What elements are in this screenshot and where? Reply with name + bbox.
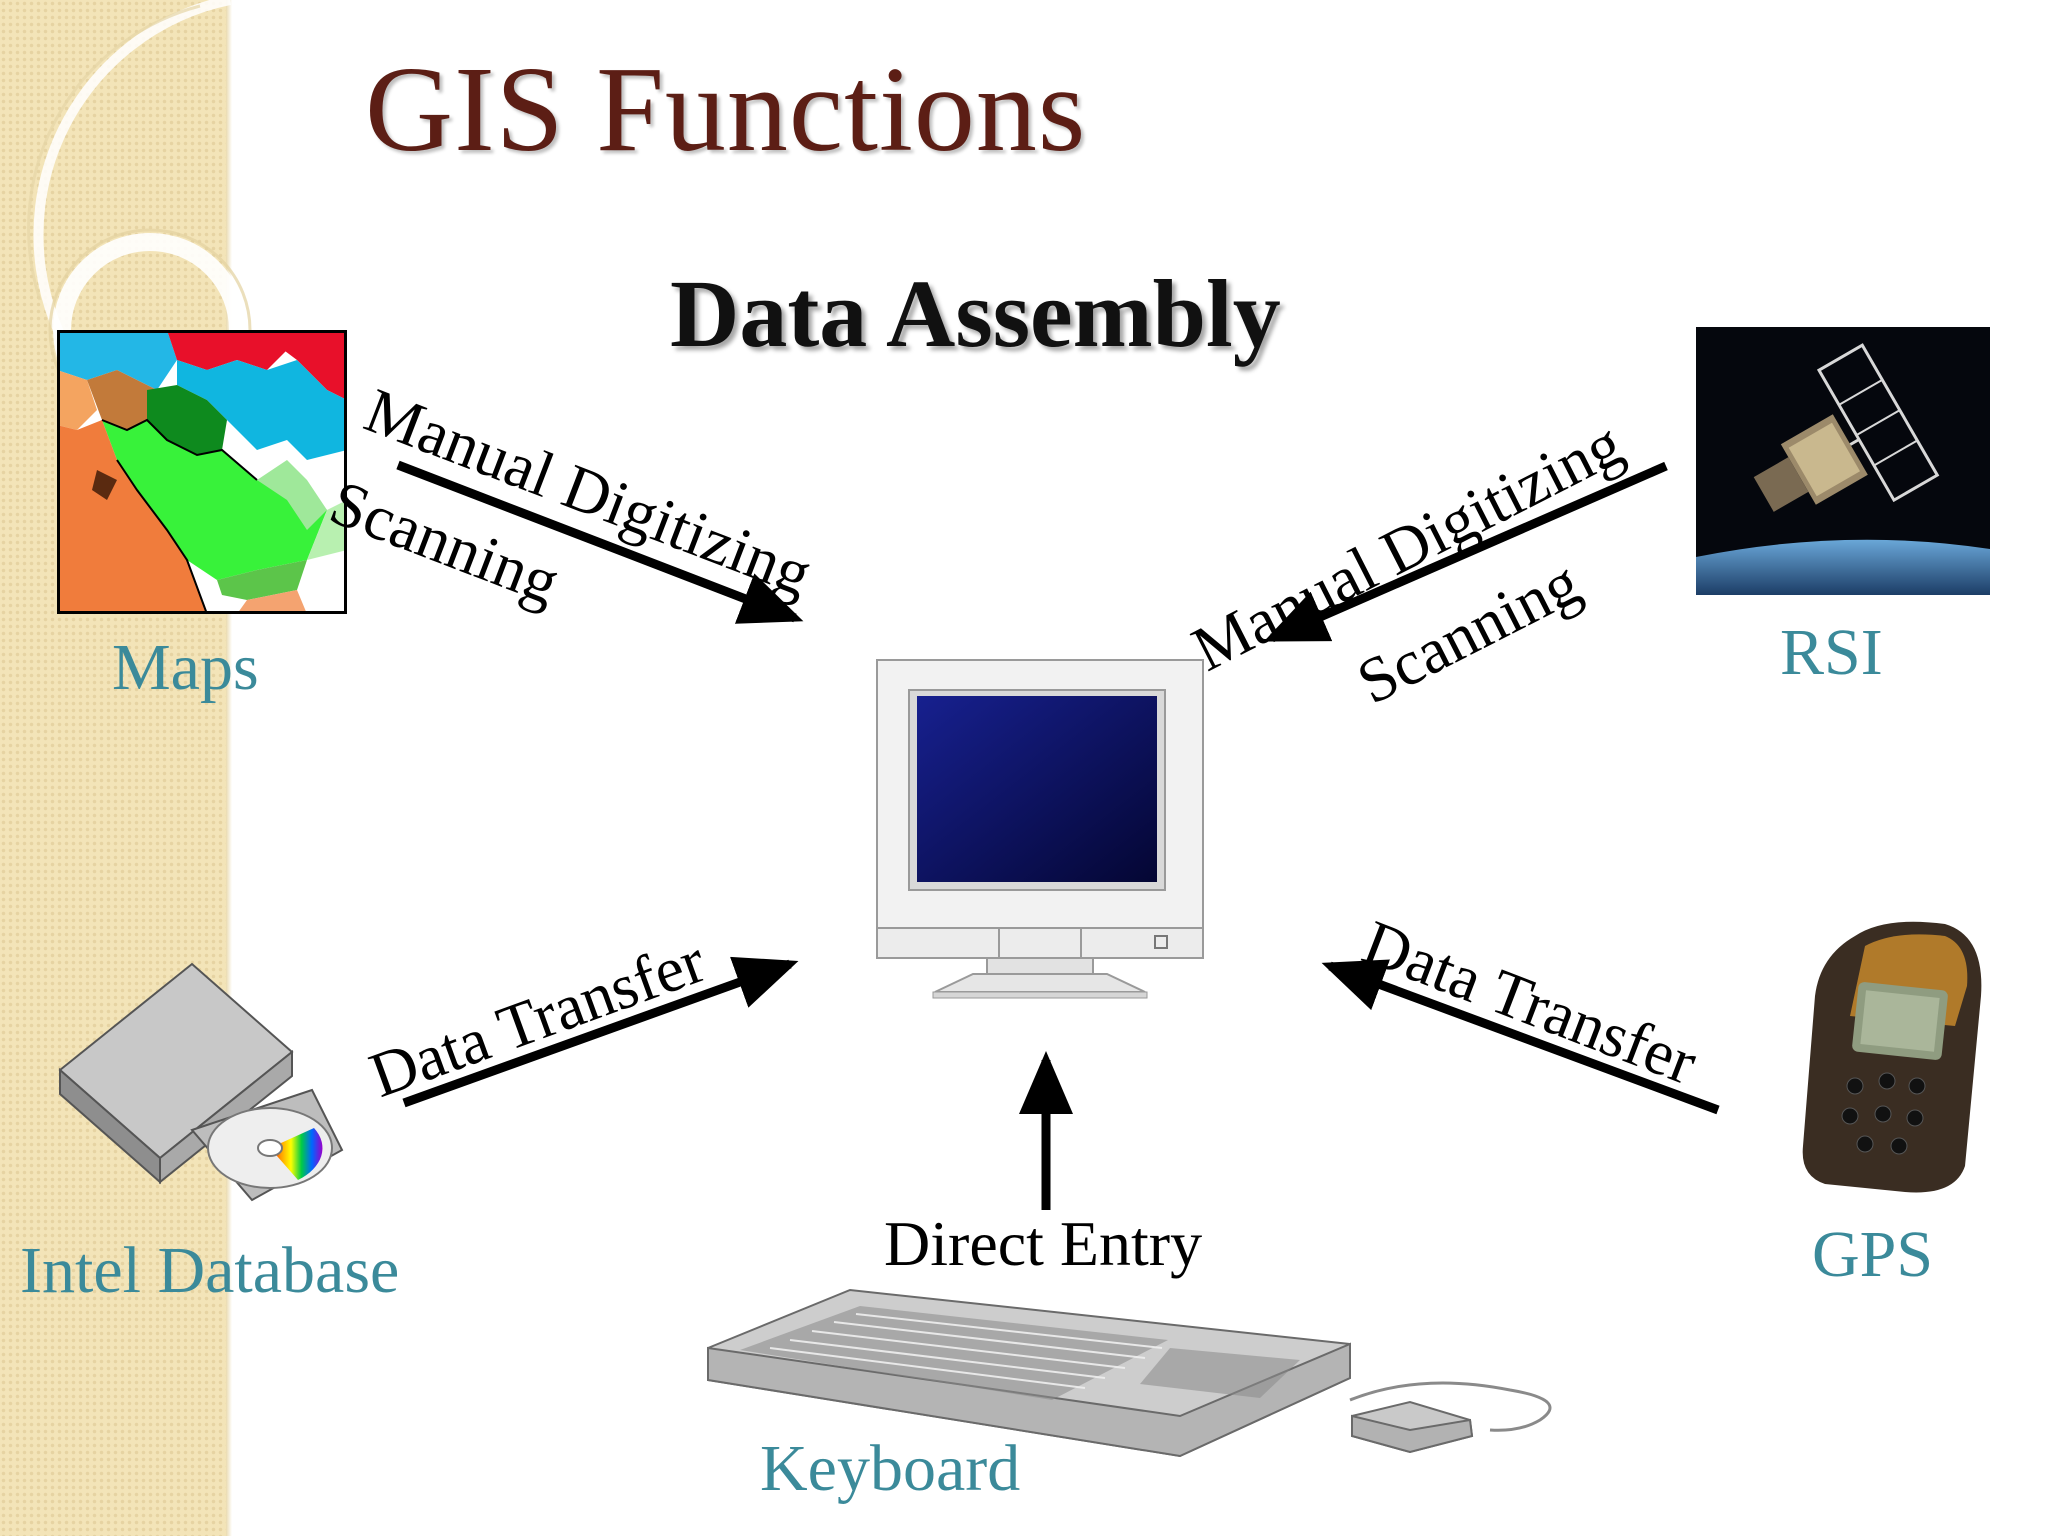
slide-title: GIS Functions bbox=[365, 42, 1087, 177]
satellite-image bbox=[1696, 327, 1990, 595]
keyboard-icon bbox=[707, 1288, 1351, 1458]
maps-label: Maps bbox=[112, 631, 259, 704]
gps-label: GPS bbox=[1812, 1218, 1934, 1291]
rsi-arrow bbox=[1263, 461, 1668, 643]
intel-database-label: Intel Database bbox=[20, 1234, 400, 1307]
side-band-edge bbox=[226, 0, 232, 1536]
database-arrow bbox=[402, 956, 799, 1108]
mouse-icon bbox=[1349, 1381, 1552, 1454]
rsi-label: RSI bbox=[1780, 616, 1883, 689]
keyboard-method-label: Direct Entry bbox=[884, 1208, 1203, 1279]
gps-device-image bbox=[1802, 921, 1982, 1193]
keyboard-label: Keyboard bbox=[760, 1432, 1021, 1505]
maps-arrow bbox=[396, 460, 804, 624]
gps-arrow bbox=[1321, 959, 1720, 1115]
computer-icon bbox=[876, 659, 1204, 999]
disk-drive-icon bbox=[58, 962, 344, 1202]
slide-subtitle: Data Assembly bbox=[670, 260, 1281, 367]
map-image bbox=[57, 330, 347, 614]
